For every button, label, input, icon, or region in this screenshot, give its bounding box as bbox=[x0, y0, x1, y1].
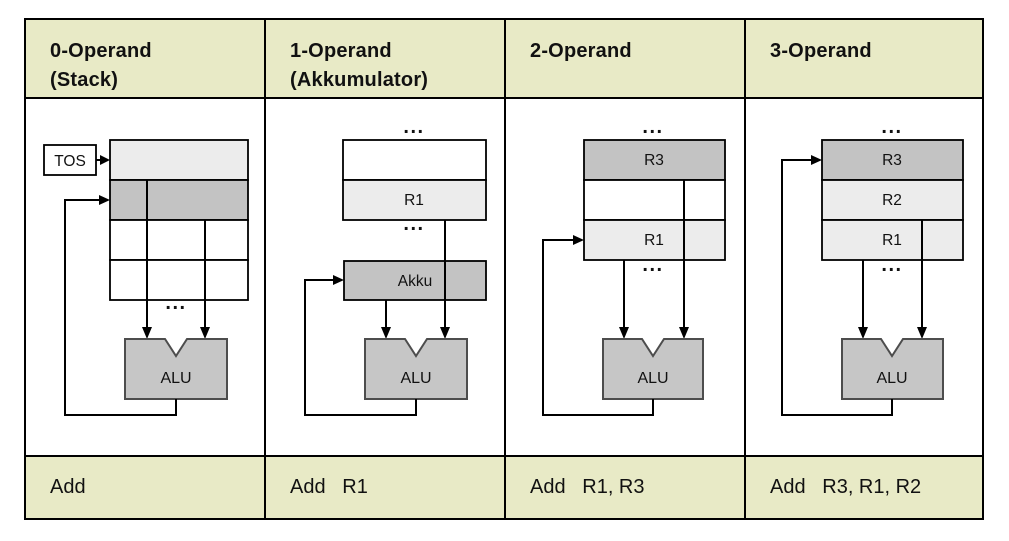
alu-box bbox=[364, 338, 468, 400]
r2-arrowhead-icon bbox=[917, 327, 927, 339]
tos-box bbox=[43, 144, 97, 176]
diagram-stack-machine: TOS ... ALU bbox=[26, 99, 264, 455]
register-r1-label: R1 bbox=[882, 232, 902, 249]
register-cell-r1 bbox=[342, 179, 487, 221]
header-2-operand: 2-Operand bbox=[506, 20, 744, 97]
registers-ellipsis-top: ... bbox=[642, 116, 663, 138]
header-1-operand-line1: 1-Operand bbox=[290, 40, 392, 62]
register-cell-r3 bbox=[583, 139, 726, 181]
register-r1-label: R1 bbox=[644, 232, 664, 249]
alu-label: ALU bbox=[400, 370, 431, 387]
result-arrowhead-icon bbox=[333, 275, 344, 285]
alu-label: ALU bbox=[160, 370, 191, 387]
registers-ellipsis-top: ... bbox=[881, 116, 902, 138]
instruction-3-operand-text: Add R3, R1, R2 bbox=[770, 476, 922, 498]
register-cell-blank bbox=[342, 139, 487, 181]
akku-box bbox=[343, 260, 487, 301]
register-cell-r1 bbox=[821, 219, 964, 261]
operand1-arrowhead-icon bbox=[142, 327, 152, 339]
instruction-0-operand: Add bbox=[26, 457, 264, 518]
instruction-2-operand: Add R1, R3 bbox=[506, 457, 744, 518]
stack-cell-4 bbox=[109, 259, 249, 301]
header-0-operand-line1: 0-Operand bbox=[50, 40, 152, 62]
instruction-0-operand-text: Add bbox=[50, 476, 86, 498]
alu-box bbox=[602, 338, 704, 400]
instruction-3-operand: Add R3, R1, R2 bbox=[746, 457, 982, 518]
r1-arrowhead-icon bbox=[440, 327, 450, 339]
alu-box bbox=[841, 338, 944, 400]
two-operand-machine-figure: ... R3 R1 ... ALU bbox=[542, 116, 726, 416]
registers-ellipsis-bottom: ... bbox=[642, 254, 663, 276]
stack-ellipsis: ... bbox=[165, 292, 186, 314]
result-feedback-wire bbox=[542, 239, 654, 416]
result-arrowhead-icon bbox=[99, 195, 110, 205]
akku-arrowhead-icon bbox=[381, 327, 391, 339]
tos-label: TOS bbox=[54, 153, 86, 170]
akku-label: Akku bbox=[398, 273, 432, 290]
three-operand-machine-figure: ... R3 R2 R1 ... ALU bbox=[781, 116, 964, 416]
diagram-three-operand-machine: ... R3 R2 R1 ... ALU bbox=[746, 99, 982, 455]
register-r1-label: R1 bbox=[404, 192, 424, 209]
alu-label: ALU bbox=[876, 370, 907, 387]
header-3-operand-line1: 3-Operand bbox=[770, 40, 872, 62]
stack-cell-3 bbox=[109, 219, 249, 261]
alu-label: ALU bbox=[637, 370, 668, 387]
header-1-operand-line2: (Akkumulator) bbox=[290, 69, 429, 91]
register-r2-label: R2 bbox=[882, 192, 902, 209]
header-0-operand-line2: (Stack) bbox=[50, 69, 119, 91]
alu-box bbox=[124, 338, 228, 400]
stack-cell-top bbox=[109, 139, 249, 181]
operand-architecture-table: 0-Operand (Stack) 1-Operand (Akkumulator… bbox=[24, 18, 984, 520]
stack-cell-second bbox=[109, 179, 249, 221]
stack-machine-figure: TOS ... ALU bbox=[43, 139, 249, 416]
register-cell-r3 bbox=[821, 139, 964, 181]
result-arrowhead-icon bbox=[573, 235, 584, 245]
result-feedback-wire bbox=[304, 279, 417, 416]
header-0-operand: 0-Operand (Stack) bbox=[26, 20, 264, 97]
instruction-1-operand: Add R1 bbox=[266, 457, 504, 518]
register-r3-label: R3 bbox=[882, 152, 902, 169]
r1-arrowhead-icon bbox=[858, 327, 868, 339]
result-feedback-wire bbox=[781, 159, 893, 416]
registers-ellipsis-middle: ... bbox=[403, 213, 424, 235]
registers-ellipsis-top: ... bbox=[403, 116, 424, 138]
result-arrowhead-icon bbox=[811, 155, 822, 165]
header-2-operand-line1: 2-Operand bbox=[530, 40, 632, 62]
r3-arrowhead-icon bbox=[679, 327, 689, 339]
operand2-arrowhead-icon bbox=[200, 327, 210, 339]
tos-arrowhead-icon bbox=[100, 155, 110, 165]
diagram-accumulator-machine: ... R1 ... Akku ALU bbox=[266, 99, 504, 455]
register-r3-label: R3 bbox=[644, 152, 664, 169]
register-cell-blank bbox=[583, 179, 726, 221]
header-1-operand: 1-Operand (Akkumulator) bbox=[266, 20, 504, 97]
instruction-2-operand-text: Add R1, R3 bbox=[530, 476, 645, 498]
r1-arrowhead-icon bbox=[619, 327, 629, 339]
diagram-two-operand-machine: ... R3 R1 ... ALU bbox=[506, 99, 744, 455]
accumulator-machine-figure: ... R1 ... Akku ALU bbox=[304, 116, 487, 416]
instruction-1-operand-text: Add R1 bbox=[290, 476, 368, 498]
register-cell-r1 bbox=[583, 219, 726, 261]
result-feedback-wire bbox=[64, 199, 177, 416]
registers-ellipsis-bottom: ... bbox=[881, 254, 902, 276]
header-3-operand: 3-Operand bbox=[746, 20, 982, 97]
